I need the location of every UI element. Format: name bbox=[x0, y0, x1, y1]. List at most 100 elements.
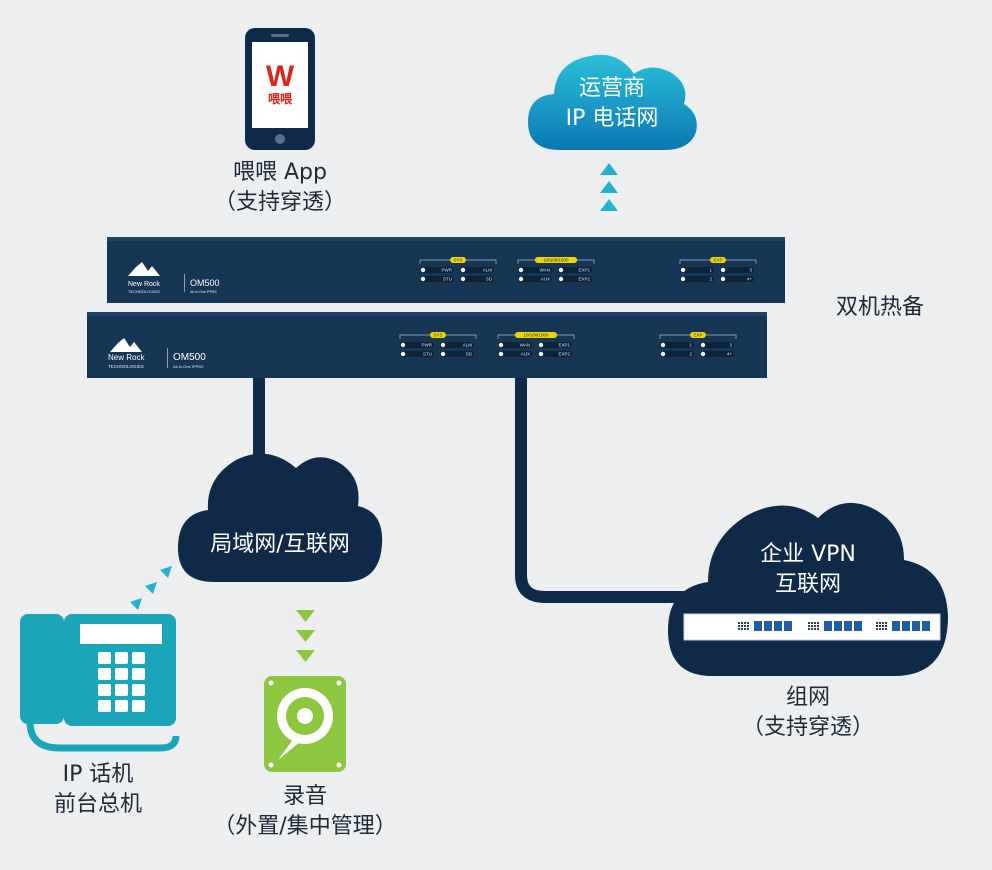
led-label: WAN bbox=[540, 268, 550, 273]
led-group-badge bbox=[514, 332, 558, 338]
led-group-badge bbox=[430, 332, 446, 338]
switch-vent bbox=[741, 625, 743, 627]
led-indicator bbox=[700, 342, 706, 348]
led-label: PWR bbox=[422, 343, 433, 348]
switch-vent bbox=[814, 622, 816, 624]
phone-key bbox=[98, 668, 111, 680]
device-brand: New Rock bbox=[108, 353, 145, 362]
ip-phone-icon bbox=[20, 614, 180, 752]
led-indicator bbox=[720, 276, 726, 282]
led-slot bbox=[538, 351, 572, 357]
carrier-cloud-label: 运营商 IP 电话网 bbox=[566, 74, 659, 134]
led-indicator bbox=[558, 276, 564, 282]
led-label: 2 bbox=[689, 352, 692, 357]
ip-phone-line2: 前台总机 bbox=[53, 792, 143, 817]
networking-line2: （支持穿透） bbox=[741, 715, 875, 740]
led-indicator bbox=[538, 351, 544, 357]
led-label: 3 bbox=[729, 343, 732, 348]
switch-vent bbox=[811, 622, 813, 624]
switch-vent bbox=[876, 622, 878, 624]
phone-key bbox=[115, 668, 128, 680]
vpn-cloud-line2: 互联网 bbox=[774, 572, 841, 597]
switch-vent bbox=[744, 622, 746, 624]
led-slot bbox=[558, 276, 592, 282]
switch-port bbox=[754, 621, 762, 631]
led-label: 2 bbox=[709, 277, 712, 282]
led-slot bbox=[720, 276, 754, 282]
vpn-cloud-line1: 企业 VPN bbox=[760, 542, 856, 567]
switch-vent bbox=[808, 625, 810, 627]
led-slot bbox=[440, 342, 474, 348]
led-slot bbox=[680, 267, 714, 273]
switch-vent bbox=[879, 622, 881, 624]
led-slot bbox=[420, 276, 454, 282]
recording-line1: 录音 bbox=[282, 784, 328, 809]
switch-port bbox=[922, 621, 930, 631]
switch-port bbox=[892, 621, 900, 631]
led-slot bbox=[558, 267, 592, 273]
device-brand-sub: TECHNOLOGIES bbox=[108, 364, 144, 369]
carrier-cloud-line1: 运营商 bbox=[578, 76, 645, 101]
led-indicator bbox=[440, 351, 446, 357]
switch-vent bbox=[814, 628, 816, 630]
switch-vent bbox=[738, 625, 740, 627]
led-label: EXP1 bbox=[578, 268, 590, 273]
led-indicator bbox=[498, 351, 504, 357]
switch-port bbox=[784, 621, 792, 631]
switch-vent bbox=[747, 628, 749, 630]
phone-key bbox=[132, 700, 145, 712]
led-label: EXP2 bbox=[578, 277, 590, 282]
led-slot bbox=[680, 276, 714, 282]
switch-vent bbox=[876, 625, 878, 627]
switch-port bbox=[774, 621, 782, 631]
lan-cloud-label: 局域网/互联网 bbox=[210, 532, 350, 557]
diagonal-arrows-icon bbox=[130, 566, 172, 610]
recording-label: 录音 （外置/集中管理） bbox=[213, 782, 396, 842]
led-label: EXP2 bbox=[558, 352, 570, 357]
led-slot bbox=[518, 276, 552, 282]
networking-line1: 组网 bbox=[785, 685, 831, 710]
network-switch-icon bbox=[683, 613, 941, 641]
led-group-badge bbox=[450, 257, 466, 263]
switch-vent bbox=[879, 628, 881, 630]
phone-key bbox=[98, 684, 111, 696]
phone-key bbox=[132, 684, 145, 696]
led-indicator bbox=[420, 267, 426, 273]
switch-port bbox=[834, 621, 842, 631]
switch-port bbox=[912, 621, 920, 631]
app-logo-text: 喂喂 bbox=[268, 92, 293, 106]
led-label: 4+ bbox=[727, 352, 733, 357]
switch-vent bbox=[747, 622, 749, 624]
led-label: SD bbox=[486, 277, 493, 282]
led-indicator bbox=[700, 351, 706, 357]
switch-port bbox=[824, 621, 832, 631]
switch-vent bbox=[817, 628, 819, 630]
lan-cloud-icon bbox=[178, 453, 383, 582]
led-group-title: SYS bbox=[453, 258, 462, 263]
up-arrows-icon bbox=[600, 163, 618, 211]
led-group-title: 10/100/1000 bbox=[543, 258, 569, 263]
switch-vent bbox=[808, 628, 810, 630]
led-group-title: 10/100/1000 bbox=[523, 333, 549, 338]
led-group-badge bbox=[710, 257, 726, 263]
app-label-line2: （支持穿透） bbox=[213, 190, 347, 215]
led-indicator bbox=[680, 276, 686, 282]
switch-vent bbox=[811, 628, 813, 630]
switch-vent bbox=[817, 625, 819, 627]
led-indicator bbox=[420, 276, 426, 282]
switch-vent bbox=[882, 628, 884, 630]
phone-key bbox=[98, 700, 111, 712]
led-group-badge bbox=[534, 257, 578, 263]
led-slot bbox=[400, 342, 434, 348]
led-indicator bbox=[680, 267, 686, 273]
led-indicator bbox=[660, 351, 666, 357]
led-group-title: EXP bbox=[693, 333, 702, 338]
led-slot bbox=[700, 351, 734, 357]
led-indicator bbox=[518, 276, 524, 282]
led-label: ALM bbox=[483, 268, 493, 273]
phone-key bbox=[132, 652, 145, 664]
led-slot bbox=[538, 342, 572, 348]
led-slot bbox=[660, 342, 694, 348]
